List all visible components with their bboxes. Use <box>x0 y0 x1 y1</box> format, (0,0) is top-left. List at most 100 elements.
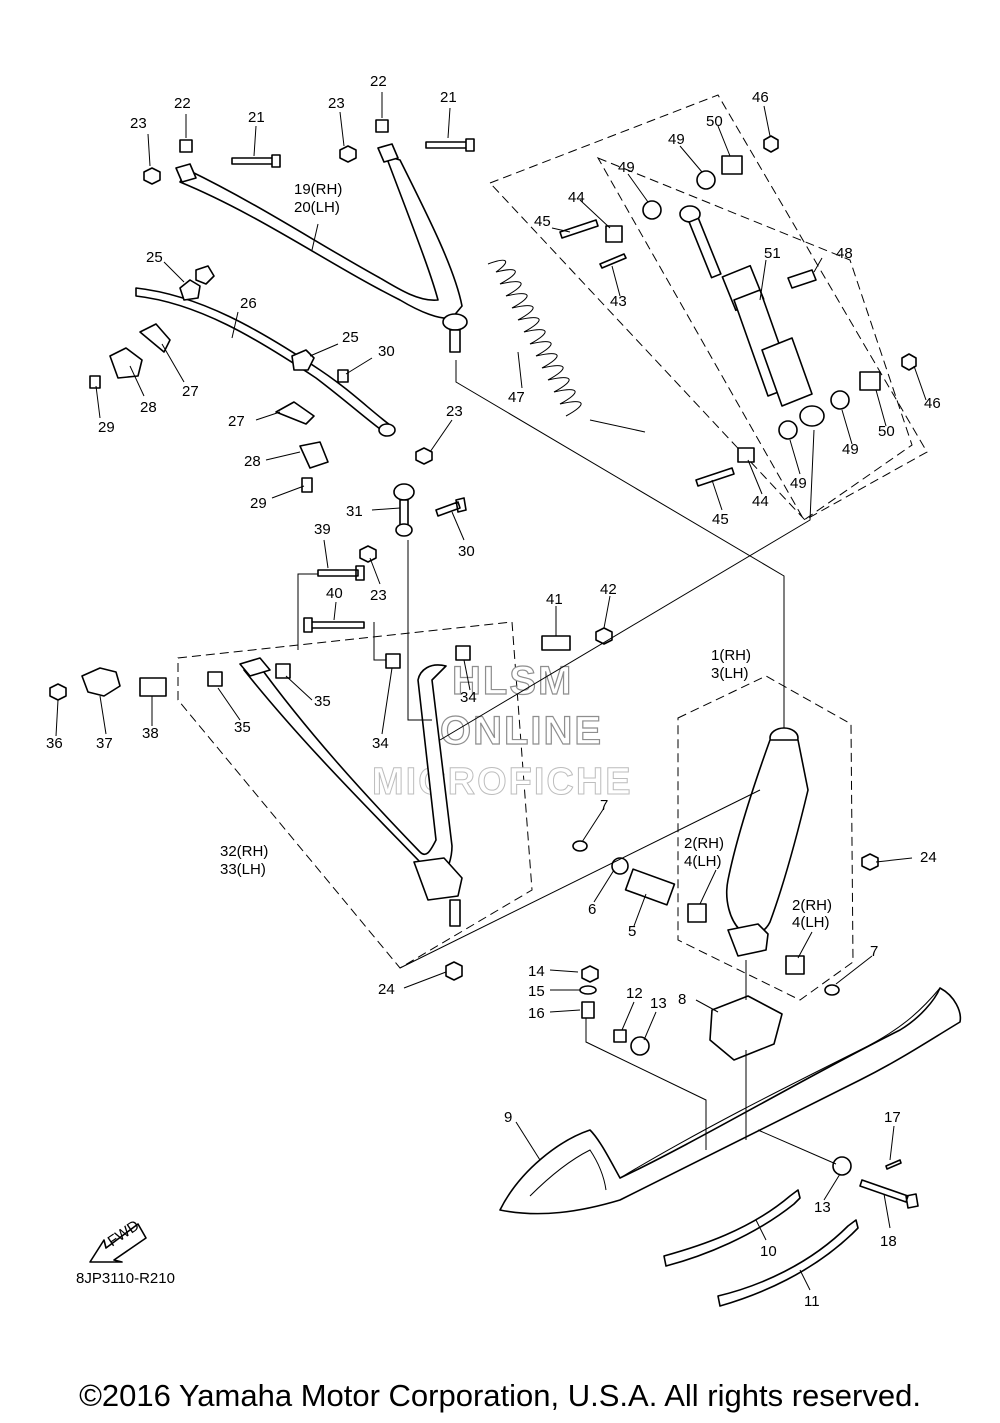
lower-a-arm <box>239 657 463 927</box>
bolt-30-lower <box>435 497 467 517</box>
label-45-upper: 45 <box>534 213 551 230</box>
label-44-upper: 44 <box>568 189 585 206</box>
bushing-50-lower <box>859 371 881 391</box>
label-49-d: 49 <box>790 475 807 492</box>
label-24-spindle: 24 <box>920 849 937 866</box>
label-32-rh: 32(RH) <box>220 843 268 860</box>
washer-6 <box>611 857 629 875</box>
label-51 <box>787 269 817 289</box>
stabilizer-link-31 <box>393 483 415 537</box>
collar-16 <box>581 1001 595 1019</box>
label-2-rh-left: 2(RH) <box>684 835 724 852</box>
nut-36 <box>49 683 67 701</box>
label-37: 37 <box>96 735 113 752</box>
label-5: 5 <box>628 923 636 940</box>
label-4-lh-right: 4(LH) <box>792 914 830 931</box>
runner-11 <box>717 1219 859 1307</box>
label-34-left: 34 <box>372 735 389 752</box>
label-9: 9 <box>504 1109 512 1126</box>
nut-46-upper <box>763 135 779 153</box>
nut-46-lower <box>901 353 917 371</box>
label-38: 38 <box>142 725 159 742</box>
label-23-a: 23 <box>130 115 147 132</box>
bolt-45-lower <box>695 467 735 487</box>
label-50-upper: 50 <box>706 113 723 130</box>
washer-13-upper <box>630 1036 650 1056</box>
watermark-line-1: HLSM <box>452 659 573 703</box>
watermark-line-2: ONLINE <box>440 709 603 753</box>
nut-23-upper-right <box>339 145 357 163</box>
bushing-2-right <box>785 955 805 975</box>
label-26: 26 <box>240 295 257 312</box>
bolt-18 <box>859 1179 919 1209</box>
spindle <box>725 727 809 957</box>
bolt-29-left <box>89 375 101 389</box>
collar-41 <box>541 635 571 651</box>
forward-direction-indicator: FWD <box>89 1217 147 1263</box>
shock-assembly-box <box>489 94 928 521</box>
bushing-34-left <box>385 653 401 669</box>
bolt-21-left <box>231 154 281 168</box>
label-22-right: 22 <box>370 73 387 90</box>
bracket-27-left <box>139 323 171 353</box>
part-labels: 1(RH) 3(LH) 2(RH) 4(LH) 2(RH) 4(LH) 5 6 … <box>46 73 941 1310</box>
label-35-right: 35 <box>314 693 331 710</box>
clamp-25-left-b <box>195 265 215 285</box>
clamp-25-left <box>179 279 201 301</box>
bracket-28-left <box>109 347 143 379</box>
nut-14 <box>581 965 599 983</box>
wear-bar-10 <box>663 1189 801 1267</box>
upper-a-arm <box>175 143 468 353</box>
label-41: 41 <box>546 591 563 608</box>
bolt-39 <box>317 565 365 581</box>
label-30-upper: 30 <box>378 343 395 360</box>
label-22-left: 22 <box>174 95 191 112</box>
coil-spring-47 <box>487 259 646 433</box>
bolt-29-right <box>301 477 313 493</box>
label-40: 40 <box>326 585 343 602</box>
label-39: 39 <box>314 521 331 538</box>
bracket-28-right <box>299 441 329 469</box>
diagram-code: 8JP3110-R210 <box>76 1270 175 1287</box>
washer-49-d <box>778 420 798 440</box>
leader-lines <box>55 92 927 1291</box>
label-10: 10 <box>760 1243 777 1260</box>
label-28-left: 28 <box>140 399 157 416</box>
watermark-line-3: MICROFICHE <box>372 761 633 803</box>
collar-5 <box>624 868 676 906</box>
nut-24-arm <box>445 961 463 981</box>
label-7-left: 7 <box>600 797 608 814</box>
label-21-right: 21 <box>440 89 457 106</box>
nut-24-spindle <box>861 853 879 871</box>
label-30-lower: 30 <box>458 543 475 560</box>
copyright-notice: ©2016 Yamaha Motor Corporation, U.S.A. A… <box>79 1378 921 1413</box>
label-29-right: 29 <box>250 495 267 512</box>
bushing-12 <box>613 1029 627 1043</box>
nut-23-upper-left <box>143 167 161 185</box>
label-47: 47 <box>508 389 525 406</box>
label-14: 14 <box>528 963 545 980</box>
bracket-37 <box>81 667 121 697</box>
label-27-left: 27 <box>182 383 199 400</box>
label-12: 12 <box>626 985 643 1002</box>
label-23-b: 23 <box>328 95 345 112</box>
label-46-upper: 46 <box>752 89 769 106</box>
nut-42 <box>595 627 613 645</box>
label-1-rh: 1(RH) <box>711 647 751 664</box>
nut-23-lower <box>359 545 377 563</box>
label-28-right: 28 <box>244 453 261 470</box>
label-11: 11 <box>804 1293 820 1310</box>
washer-13-lower <box>832 1156 852 1176</box>
bolt-30-upper <box>337 369 349 383</box>
label-24-arm: 24 <box>378 981 395 998</box>
stabilizer-bar <box>135 287 396 437</box>
nut-23-bar <box>415 447 433 465</box>
label-25-left: 25 <box>146 249 163 266</box>
bushing-22-left <box>179 139 193 153</box>
label-48: 48 <box>836 245 853 262</box>
bolt-45-upper <box>559 219 599 239</box>
label-34-right: 34 <box>460 689 477 706</box>
label-3-lh: 3(LH) <box>711 665 749 682</box>
label-36: 36 <box>46 735 63 752</box>
